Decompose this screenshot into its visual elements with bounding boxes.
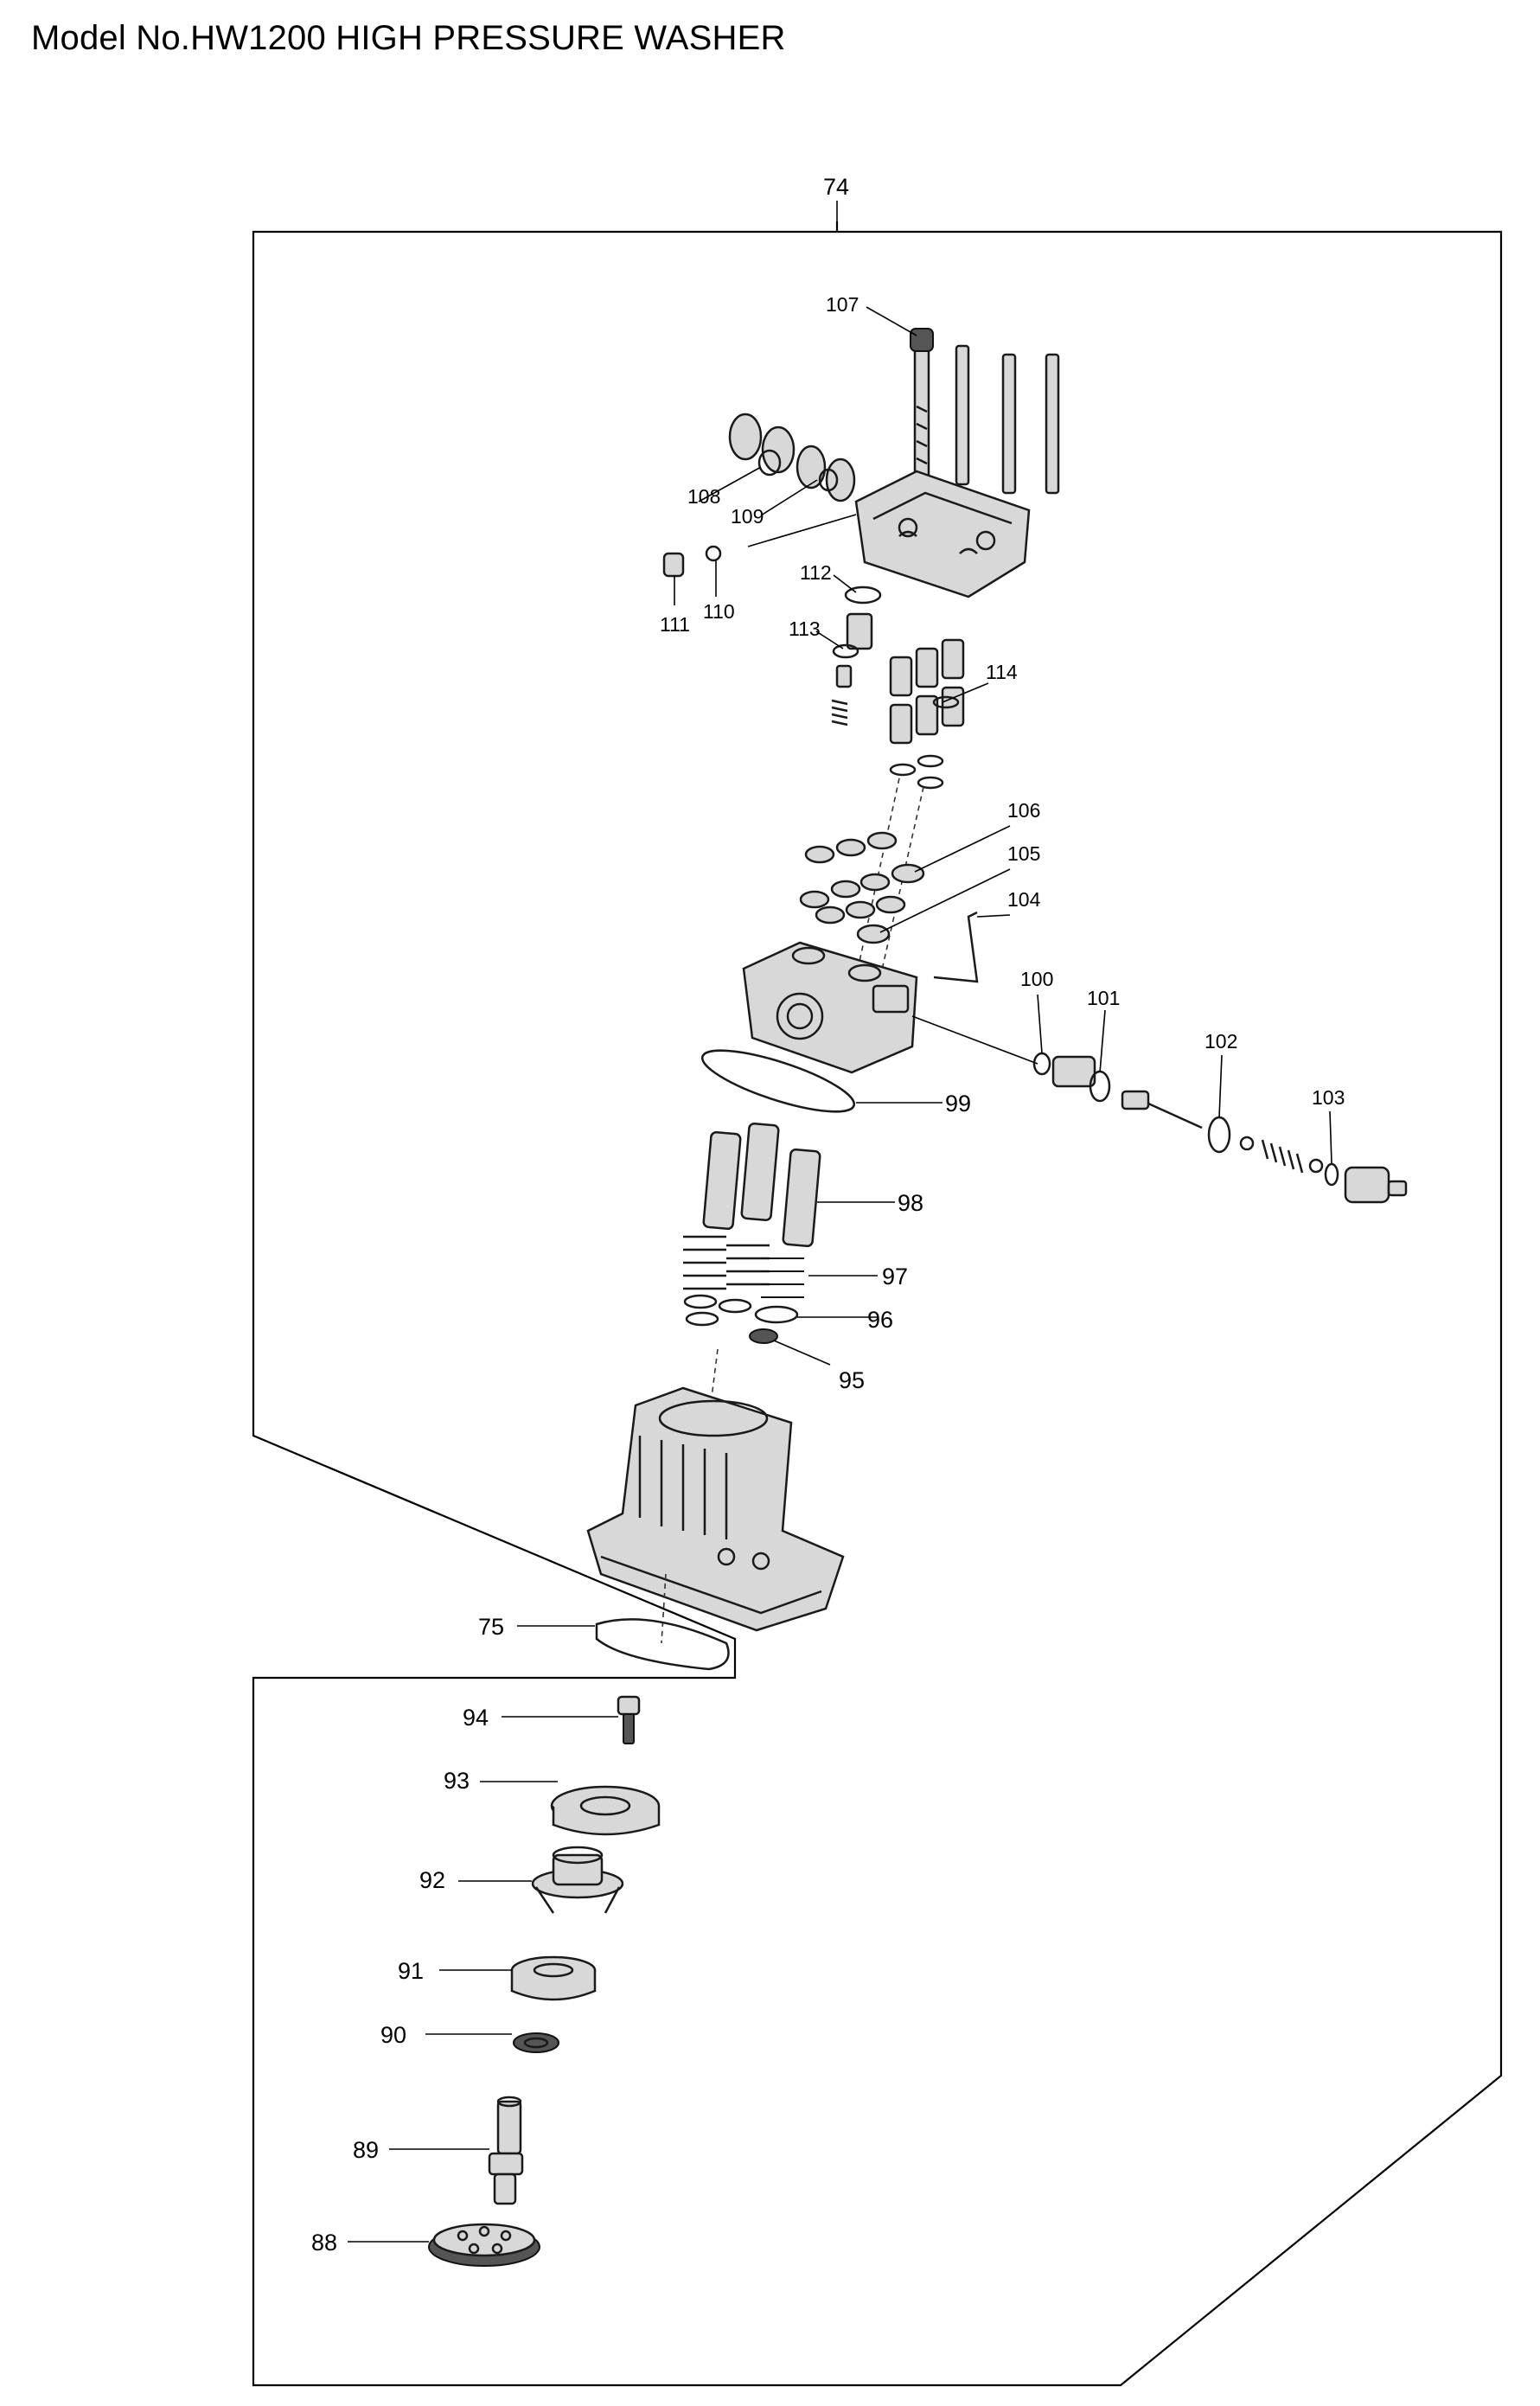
seals-106 xyxy=(799,831,925,909)
plungers-98 xyxy=(702,1122,821,1248)
springs-97 xyxy=(683,1235,804,1298)
seals-105 xyxy=(815,895,906,944)
seal-90 xyxy=(513,2032,559,2053)
ring-96 xyxy=(754,1305,799,1324)
leader-109 xyxy=(760,479,818,516)
callout-96: 96 xyxy=(867,1307,893,1333)
callout-93: 93 xyxy=(444,1768,470,1794)
bearing-93 xyxy=(550,1785,661,1836)
callout-114: 114 xyxy=(986,661,1018,683)
callout-90: 90 xyxy=(380,2022,406,2048)
callout-113: 113 xyxy=(789,617,821,640)
leader-104 xyxy=(976,914,1011,918)
callout-74: 74 xyxy=(823,174,849,200)
callout-100: 100 xyxy=(1020,968,1053,990)
page-title: Model No.HW1200 HIGH PRESSURE WASHER xyxy=(31,19,786,57)
callout-111: 111 xyxy=(660,613,690,636)
callout-88: 88 xyxy=(311,2230,337,2256)
manifold xyxy=(742,941,918,1074)
valve-stack-108 xyxy=(728,413,856,502)
callout-94: 94 xyxy=(463,1705,489,1731)
leader-103 xyxy=(1329,1110,1332,1164)
dash-line-d xyxy=(661,1573,667,1644)
valve-113 xyxy=(831,612,873,726)
bearing-91 xyxy=(510,1955,597,2001)
leader-108 xyxy=(698,466,762,502)
flange-92 xyxy=(531,1846,624,1914)
oring-112 xyxy=(844,586,882,605)
callout-99: 99 xyxy=(945,1091,971,1117)
spring-103 xyxy=(1239,1136,1408,1204)
leader-102 xyxy=(1218,1054,1223,1118)
callout-101: 101 xyxy=(1087,987,1120,1009)
bolt-set-107 xyxy=(910,328,1060,495)
bolt-94 xyxy=(617,1695,641,1744)
callout-98: 98 xyxy=(898,1190,923,1216)
callout-97: 97 xyxy=(882,1264,908,1289)
piston-102 xyxy=(1121,1090,1231,1154)
callout-104: 104 xyxy=(1007,888,1041,911)
crankcase-housing xyxy=(586,1386,845,1632)
callout-107: 107 xyxy=(826,293,859,316)
callout-102: 102 xyxy=(1205,1030,1237,1053)
callout-89: 89 xyxy=(353,2137,379,2163)
callout-92: 92 xyxy=(419,1867,445,1893)
cap-111 xyxy=(662,552,685,578)
small-rings xyxy=(683,1294,752,1327)
leader-105 xyxy=(879,868,1011,933)
callout-110: 110 xyxy=(703,600,735,623)
lever-104 xyxy=(933,911,979,983)
callout-103: 103 xyxy=(1312,1086,1345,1109)
washer-110 xyxy=(705,545,722,562)
pump-head xyxy=(854,470,1031,598)
ring-95 xyxy=(749,1328,778,1344)
callout-109: 109 xyxy=(731,505,764,528)
leader-106 xyxy=(914,825,1011,873)
leader-113 xyxy=(815,630,844,649)
callout-75: 75 xyxy=(478,1614,504,1640)
leader-95 xyxy=(773,1340,831,1366)
gear-88 xyxy=(428,2223,540,2267)
leader-114 xyxy=(942,682,989,703)
leader-112 xyxy=(833,574,857,593)
leader-101 xyxy=(1099,1009,1106,1073)
callout-91: 91 xyxy=(398,1958,424,1984)
leader-107 xyxy=(866,306,917,336)
gasket-75 xyxy=(595,1618,730,1671)
leader-manifold xyxy=(911,1015,1038,1065)
callout-106: 106 xyxy=(1007,799,1040,822)
shaft-89 xyxy=(488,2096,524,2205)
leader-100 xyxy=(1037,994,1043,1054)
leader-head-line xyxy=(747,514,857,547)
callout-108: 108 xyxy=(687,485,720,508)
callout-112: 112 xyxy=(800,561,832,584)
valve-stacks-114 xyxy=(889,638,965,790)
callout-105: 105 xyxy=(1007,842,1040,865)
oring-99 xyxy=(700,1049,856,1113)
assembly-frame-upper xyxy=(252,221,1503,2387)
callout-95: 95 xyxy=(839,1367,865,1393)
